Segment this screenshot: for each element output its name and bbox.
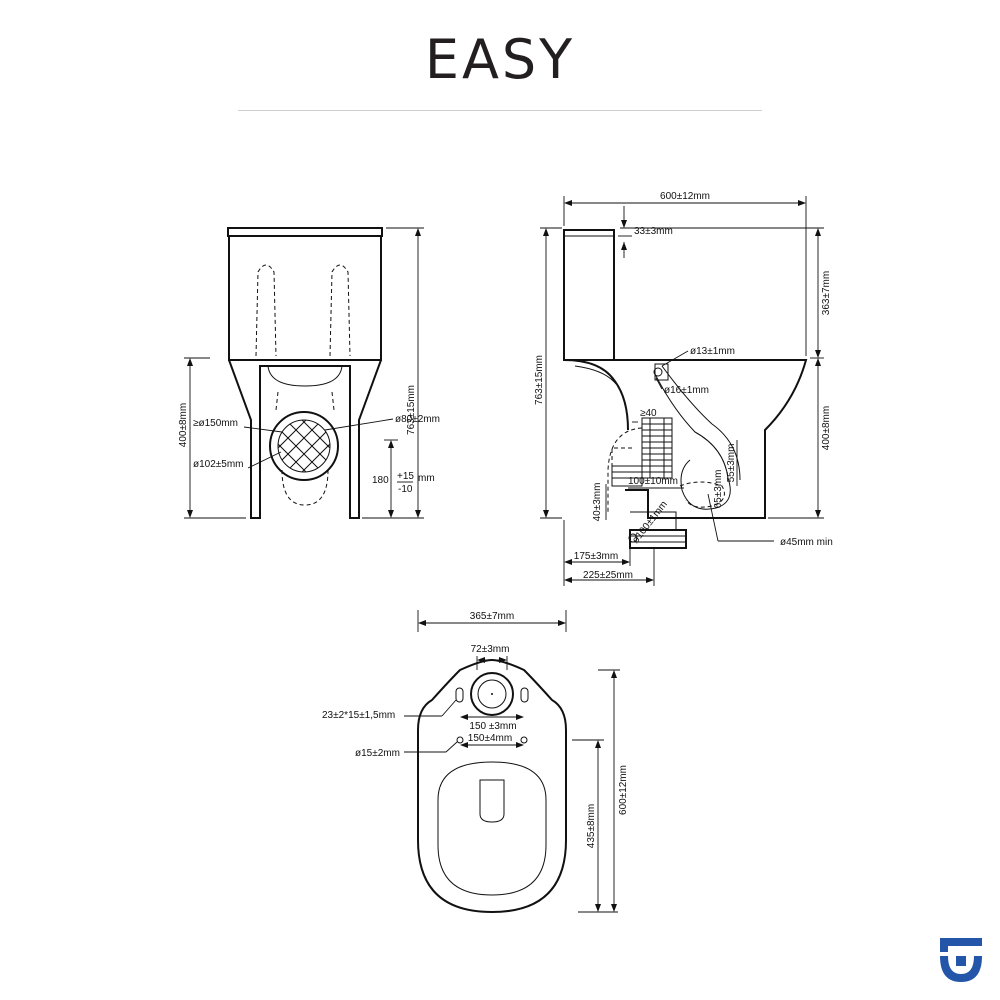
side-dim-175: 175±3mm <box>574 551 618 562</box>
page-title: EASY <box>424 28 576 91</box>
side-dim-55: 55±3mm <box>726 444 737 483</box>
top-dim-435: 435±8mm <box>586 804 597 848</box>
top-dim-hole: ø15±2mm <box>355 748 400 759</box>
side-dim-363: 363±7mm <box>821 271 832 315</box>
front-dim-80: ø80±2mm <box>395 414 440 425</box>
front-dim-150: ≥ø150mm <box>193 418 238 429</box>
top-dim-365: 365±7mm <box>470 611 514 622</box>
front-dim-180-unit: mm <box>418 473 435 484</box>
front-dim-102: ø102±5mm <box>193 459 244 470</box>
front-dim-180: 180 <box>372 475 389 486</box>
side-dim-outlet-diag: ø100±1mm <box>630 499 670 546</box>
side-dim-763: 763±15mm <box>534 355 545 405</box>
front-view: 763±15mm 400±8mm 180 +15 -10 mm ≥ø150mm … <box>178 227 440 519</box>
front-dim-763: 763±15mm <box>406 385 417 435</box>
side-dim-225: 225±25mm <box>583 570 633 581</box>
top-dim-150-holes: 150±4mm <box>468 733 512 744</box>
top-dim-72: 72±3mm <box>471 644 510 655</box>
front-dim-180-plus: +15 <box>397 471 414 482</box>
front-dim-400: 400±8mm <box>178 403 189 447</box>
title-divider <box>238 110 762 111</box>
side-dim-33: 33±3mm <box>634 226 673 237</box>
side-view: 600±12mm 33±3mm 363±7mm 400±8mm 763±15mm… <box>534 191 833 586</box>
front-dim-180-minus: -10 <box>398 484 413 495</box>
side-dim-13: ø13±1mm <box>690 346 735 357</box>
side-dim-ge40: ≥40 <box>640 408 657 419</box>
side-dim-45: ø45mm min <box>780 537 833 548</box>
side-dim-16: ø16±1mm <box>664 385 709 396</box>
side-dim-600: 600±12mm <box>660 191 710 202</box>
brand-logo-icon <box>940 938 982 982</box>
top-dim-slot: 23±2*15±1,5mm <box>322 710 395 721</box>
top-dim-150-slots: 150 ±3mm <box>469 721 516 732</box>
top-dim-600: 600±12mm <box>618 765 629 815</box>
side-dim-40: 40±3mm <box>592 483 603 522</box>
side-dim-65: 65±3mm <box>713 470 724 509</box>
top-view: 365±7mm 72±3mm 150 ±3mm 150±4mm 23±2*15±… <box>322 610 629 914</box>
side-dim-400: 400±8mm <box>821 406 832 450</box>
side-dim-100: 100±10mm <box>628 476 678 487</box>
